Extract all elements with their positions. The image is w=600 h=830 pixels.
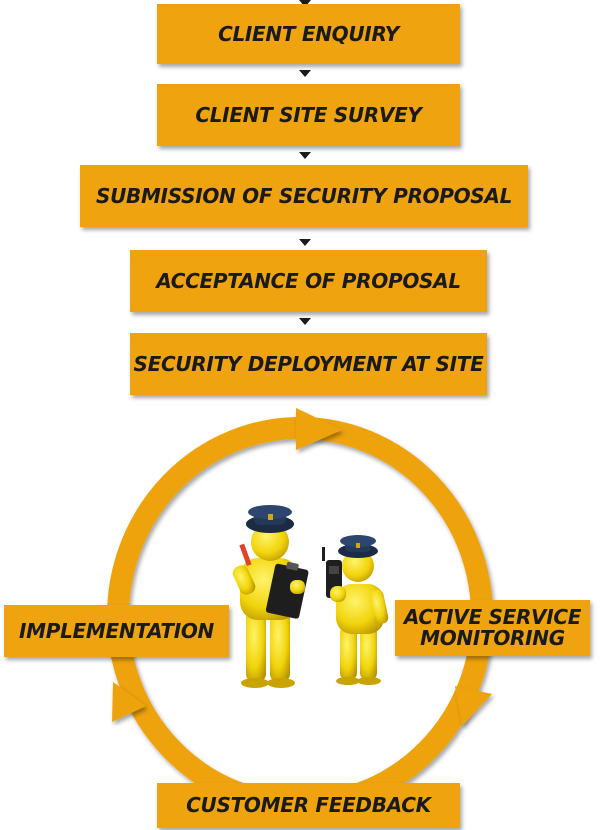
cycle-implementation-label: IMPLEMENTATION <box>19 618 214 643</box>
flow-arrow-icon <box>299 152 311 159</box>
cycle-arrow-right-icon <box>455 686 492 726</box>
cycle-implementation: IMPLEMENTATION <box>4 605 229 657</box>
step-client-enquiry: CLIENT ENQUIRY <box>157 4 460 64</box>
cycle-customer-feedback-label: CUSTOMER FEEDBACK <box>186 793 431 817</box>
security-guard-radio-icon <box>322 535 389 685</box>
cycle-active-service-line2: MONITORING <box>420 626 565 650</box>
step-client-site-survey: CLIENT SITE SURVEY <box>157 84 460 146</box>
step-acceptance-of-proposal: ACCEPTANCE OF PROPOSAL <box>130 250 487 312</box>
flow-arrow-icon <box>299 70 311 77</box>
flow-arrow-icon <box>299 318 311 325</box>
step-submission-of-security-proposal: SUBMISSION OF SECURITY PROPOSAL <box>80 165 528 227</box>
step-label: SECURITY DEPLOYMENT AT SITE <box>133 352 484 376</box>
cycle-customer-feedback: CUSTOMER FEEDBACK <box>157 783 460 828</box>
cycle-arrow-top-icon <box>296 408 342 450</box>
security-guard-clipboard-icon <box>232 505 309 688</box>
step-label: CLIENT SITE SURVEY <box>195 103 422 127</box>
cycle-arrow-left-icon <box>112 682 146 722</box>
cycle-active-service-line1: ACTIVE SERVICE <box>403 605 582 629</box>
step-label: ACCEPTANCE OF PROPOSAL <box>156 269 461 293</box>
step-security-deployment-at-site: SECURITY DEPLOYMENT AT SITE <box>130 333 487 395</box>
cycle-active-service-monitoring: ACTIVE SERVICE MONITORING <box>395 600 590 656</box>
flow-arrow-icon <box>299 239 311 246</box>
step-label: SUBMISSION OF SECURITY PROPOSAL <box>95 184 513 208</box>
step-label: CLIENT ENQUIRY <box>218 22 399 46</box>
flow-arrow-icon <box>299 0 311 7</box>
